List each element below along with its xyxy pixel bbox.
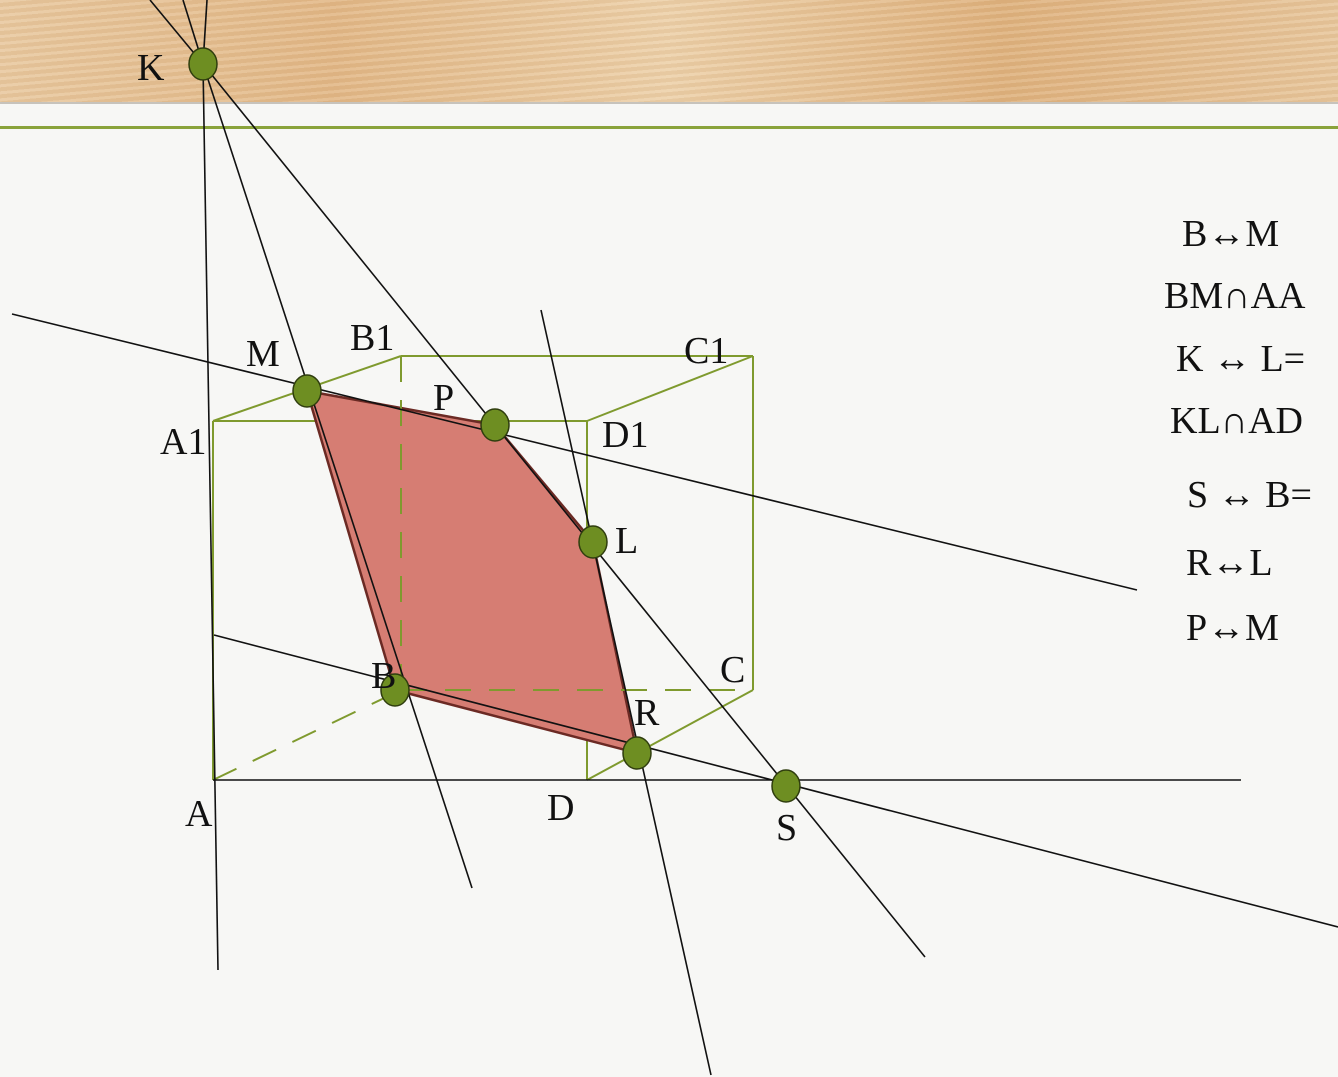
- point-labels: K M B1 C1 P A1 D1 L B C R A D S: [137, 47, 797, 849]
- label-b: B: [371, 655, 396, 697]
- marked-points: [188, 47, 801, 803]
- step-1: B↔M: [1182, 213, 1280, 255]
- line-rl: [540, 309, 712, 1076]
- step-6: R↔L: [1186, 542, 1273, 584]
- header-banner: [0, 0, 1338, 102]
- line-bm: [202, 63, 473, 889]
- step-2: BM∩AA: [1164, 275, 1306, 317]
- point-k: [188, 47, 218, 81]
- step-7: P↔M: [1186, 607, 1279, 649]
- step-5: S ↔ B=: [1187, 474, 1312, 516]
- point-m: [292, 374, 322, 408]
- point-l: [578, 525, 608, 559]
- edge-a-b: [212, 689, 402, 781]
- label-a1: A1: [160, 421, 206, 463]
- label-d1: D1: [602, 414, 648, 456]
- edge-d1-c1: [586, 355, 754, 422]
- point-r: [622, 736, 652, 770]
- label-p: P: [433, 377, 454, 419]
- construction-steps: B↔M BM∩AA K ↔ L= KL∩AD S ↔ B= R↔L P↔M: [1160, 205, 1338, 665]
- construction-lines: [11, 0, 1338, 1076]
- label-m: M: [246, 333, 280, 375]
- label-s: S: [776, 807, 797, 849]
- label-r: R: [634, 692, 660, 734]
- header-divider: [0, 102, 1338, 104]
- accent-rule: [0, 126, 1338, 129]
- cube-hidden-edges: [212, 356, 753, 781]
- line-mp: [11, 313, 1138, 591]
- label-c: C: [720, 649, 745, 691]
- point-s: [771, 769, 801, 803]
- step-4: KL∩AD: [1170, 400, 1303, 442]
- label-k: K: [137, 47, 165, 89]
- step-3: K ↔ L=: [1176, 338, 1306, 380]
- label-a: A: [185, 793, 213, 835]
- section-polygon: [305, 389, 639, 755]
- line-aa1-extended: [202, 63, 219, 971]
- label-b1: B1: [350, 317, 394, 359]
- label-l: L: [615, 520, 638, 562]
- point-b: [380, 673, 410, 707]
- label-c1: C1: [684, 330, 728, 372]
- point-p: [480, 408, 510, 442]
- header-banner-texture: [0, 0, 1338, 102]
- cube-edges: [212, 355, 754, 781]
- label-d: D: [547, 787, 574, 829]
- line-kl: [202, 63, 926, 958]
- edge-d-c: [586, 689, 754, 781]
